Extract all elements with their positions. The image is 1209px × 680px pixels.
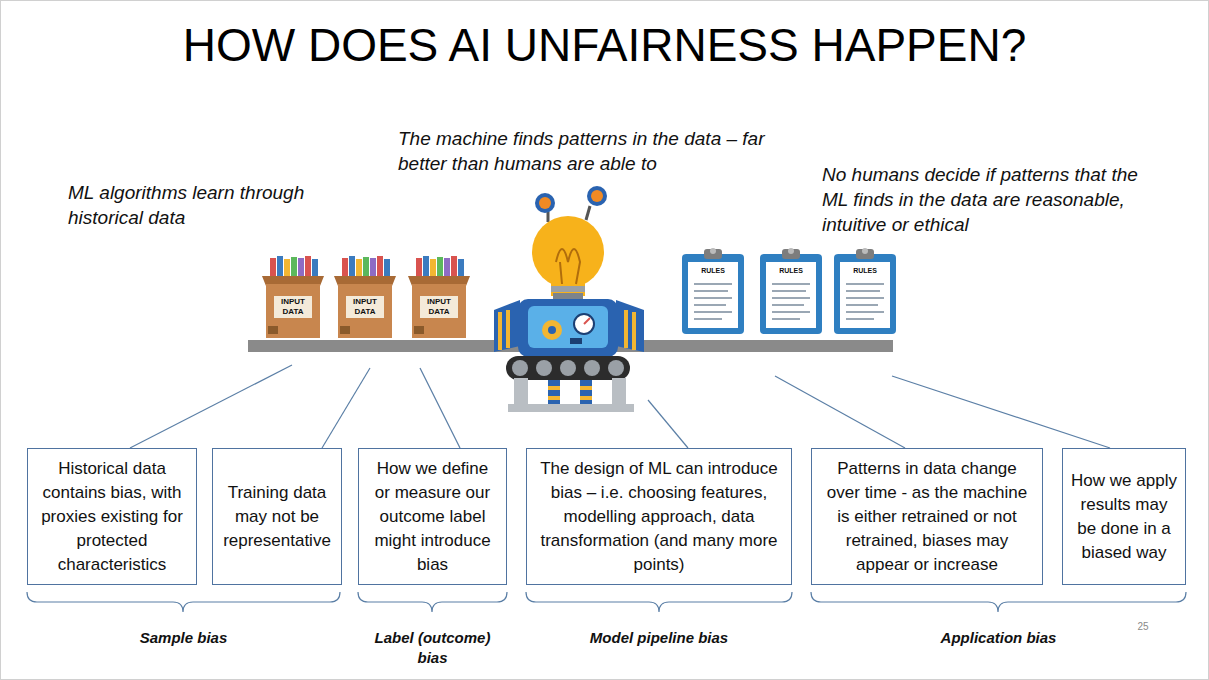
clipboard-label: RULES (766, 266, 816, 275)
box-label: INPUT DATA (274, 297, 312, 317)
box-label: INPUT DATA (420, 297, 458, 317)
group-label: Sample bias (27, 628, 340, 648)
text-box: Training data may not be representative (212, 448, 342, 585)
text-box: How we apply results may be done in a bi… (1062, 448, 1186, 585)
text-box: How we define or measure our outcome lab… (358, 448, 507, 585)
group-brackets (27, 592, 1186, 612)
slide-title: HOW DOES AI UNFAIRNESS HAPPEN? (0, 18, 1209, 72)
text-box: Patterns in data change over time - as t… (811, 448, 1043, 585)
leader-lines (130, 365, 1110, 448)
box-text: Patterns in data change over time - as t… (820, 457, 1034, 577)
box-text: How we define or measure our outcome lab… (367, 457, 498, 577)
group-label: Label (outcome) bias (358, 628, 507, 668)
robot (494, 186, 644, 412)
clipboard-label: RULES (840, 266, 890, 275)
box-text: The design of ML can introduce bias – i.… (535, 457, 783, 577)
box-text: Training data may not be representative (221, 481, 333, 553)
group-label: Application bias (811, 628, 1186, 648)
text-box: Historical data contains bias, with prox… (27, 448, 197, 585)
caption-note: No humans decide if patterns that the ML… (822, 162, 1152, 237)
box-text: How we apply results may be done in a bi… (1071, 469, 1177, 565)
page-number: 25 (1128, 620, 1158, 633)
clipboard-label: RULES (688, 266, 738, 275)
input-boxes (262, 256, 470, 338)
box-label: INPUT DATA (346, 297, 384, 317)
rules-clipboards (682, 248, 896, 334)
caption-note: The machine finds patterns in the data –… (398, 126, 770, 176)
caption-note: ML algorithms learn through historical d… (68, 180, 308, 230)
text-box: The design of ML can introduce bias – i.… (526, 448, 792, 585)
box-text: Historical data contains bias, with prox… (36, 457, 188, 577)
group-label: Model pipeline bias (526, 628, 792, 648)
